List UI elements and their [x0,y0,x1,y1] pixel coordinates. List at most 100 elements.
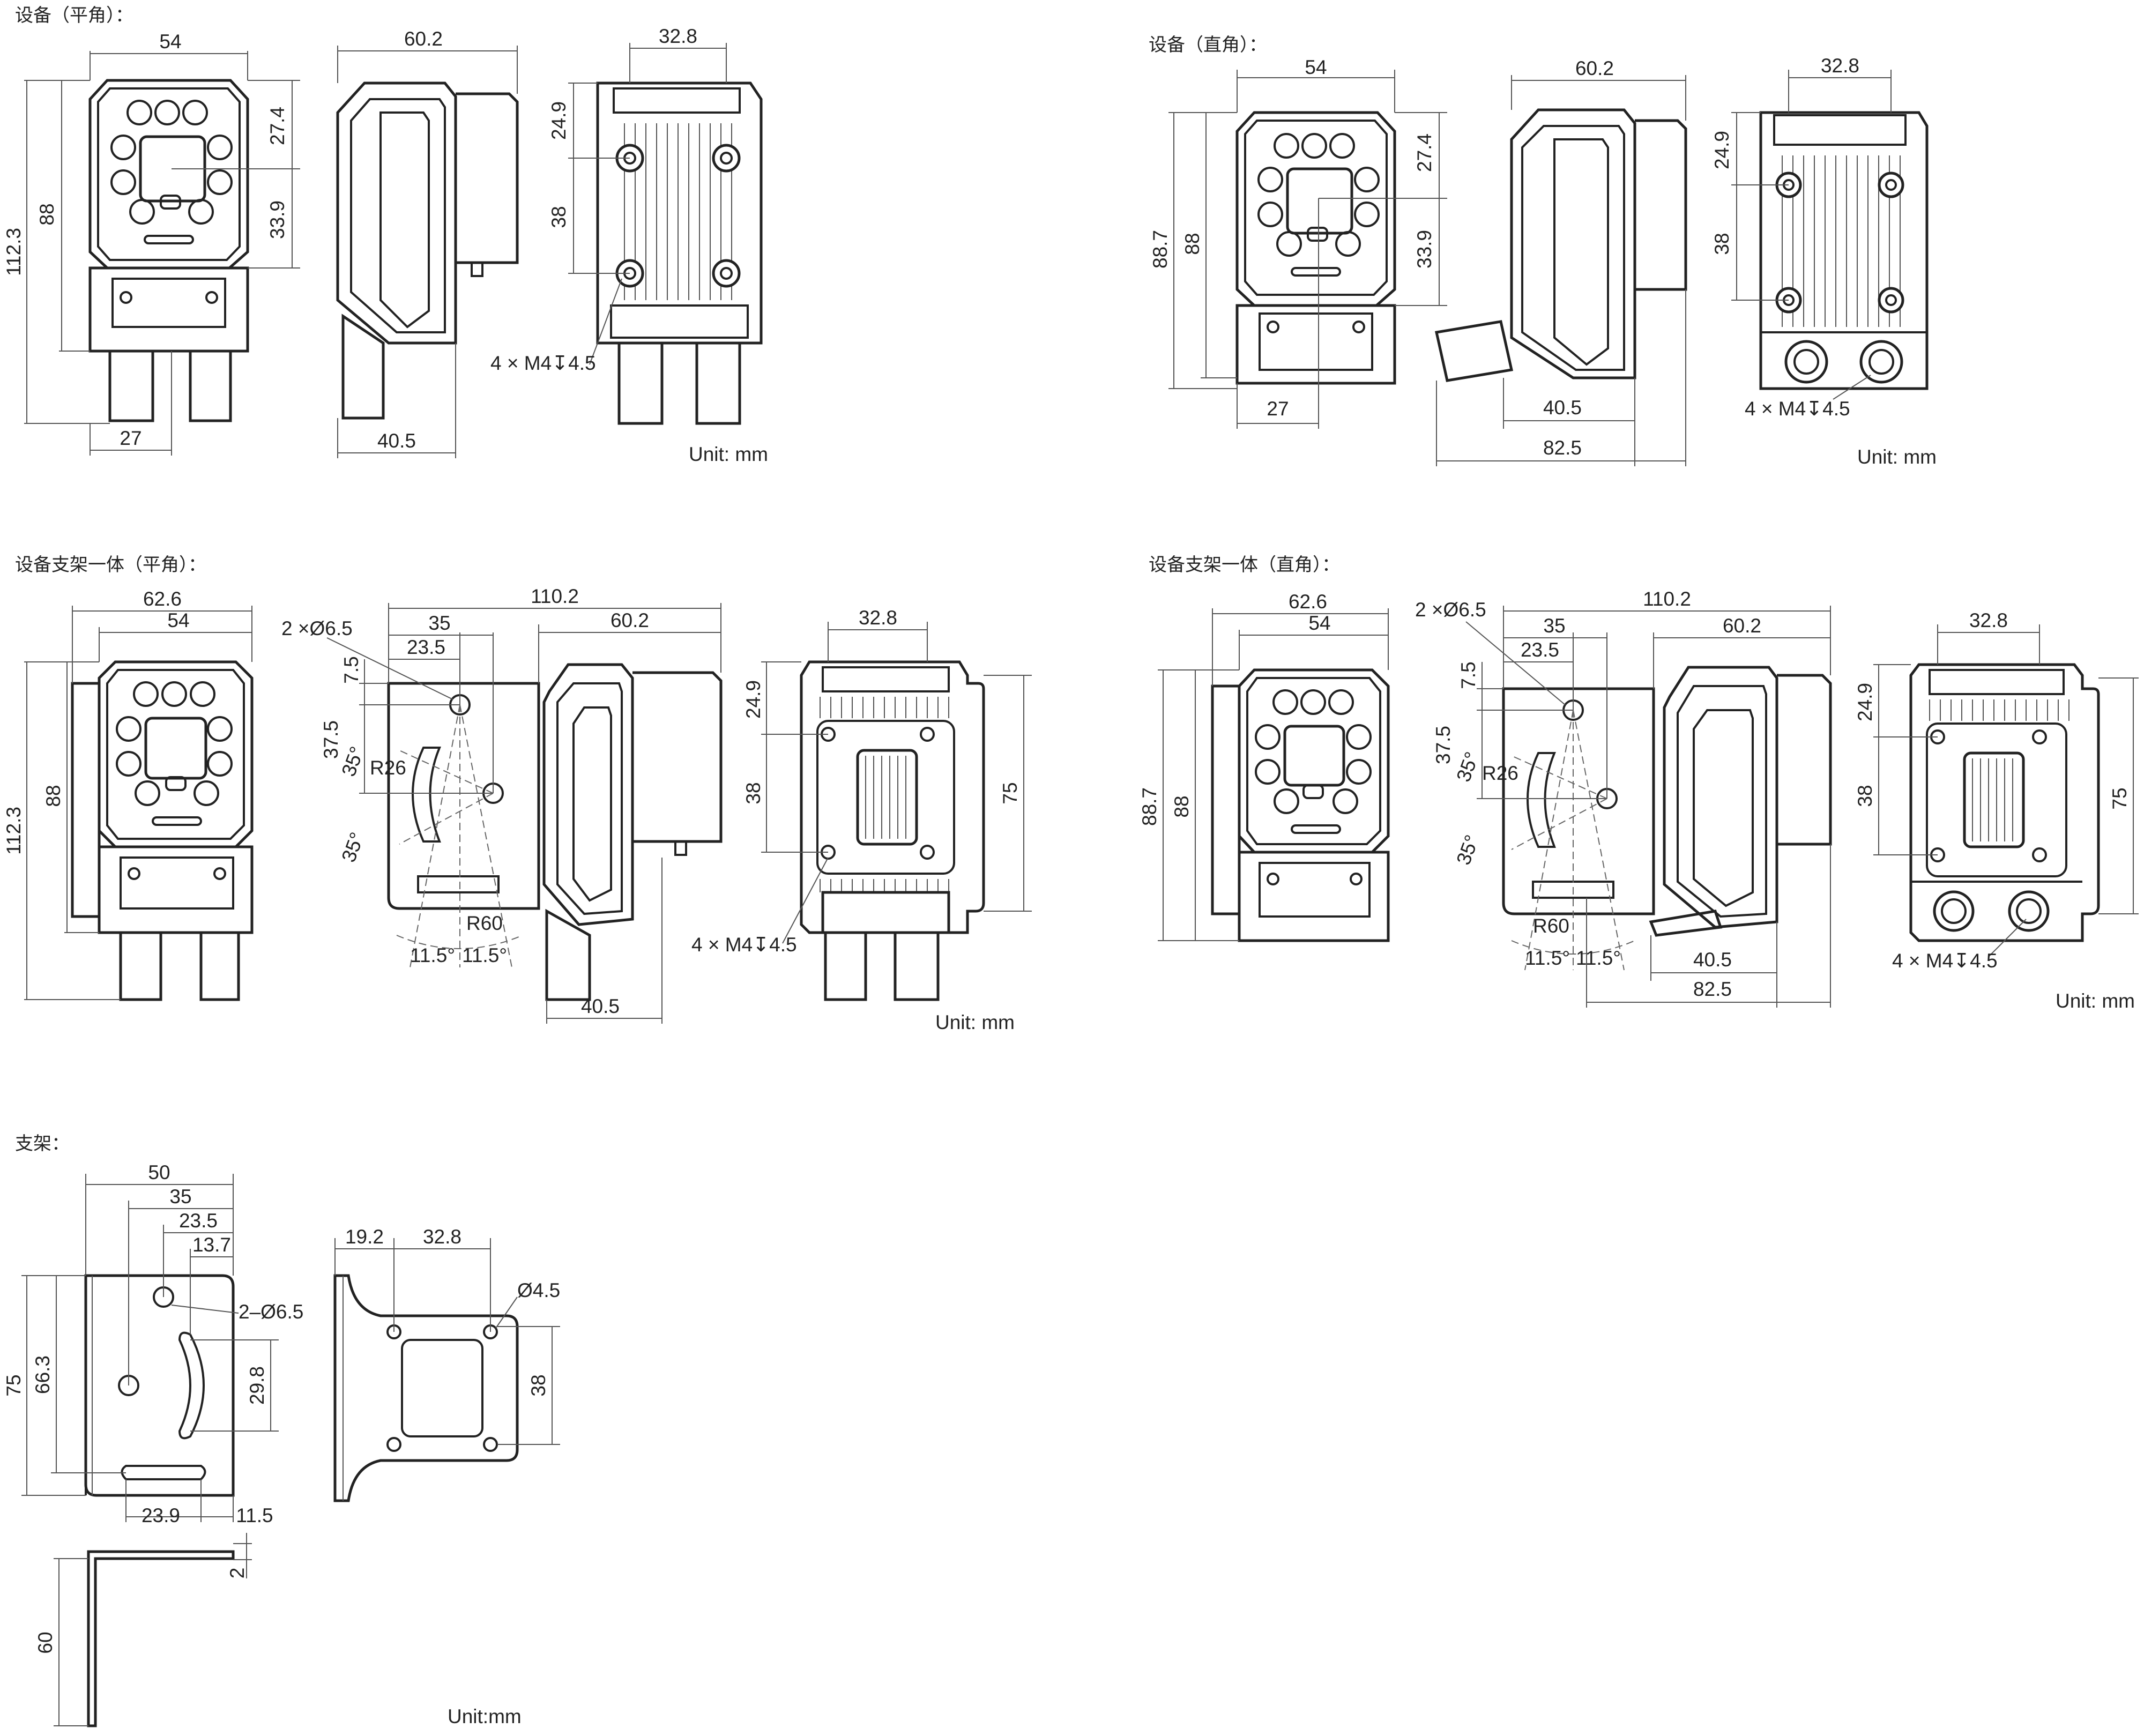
dim-label: 2 [226,1568,248,1579]
dim-label: 13.7 [192,1234,231,1256]
dim-label: 88 [1171,795,1193,817]
section-device-flat: 设备（平角）： 54 27.4 33.9 [3,5,768,465]
dim-label: 66.3 [32,1355,54,1394]
dim-label: 60.2 [611,609,649,631]
dim-label: 54 [167,609,189,631]
side-view: 60.2 40.5 82.5 [1434,57,1687,466]
dim-label: 27.4 [266,107,288,145]
dim-label: 40.5 [377,430,416,452]
front-dims: 54 27.4 33.9 88 112.3 27 [3,31,300,456]
side-view: 2 ×Ø6.5 110.2 35 23.5 7.5 37.5 35° R26 3… [281,585,723,1024]
front-view: 62.6 54 88.7 88 [1138,591,1390,942]
callout: 11.5° [410,944,455,966]
callout: 11.5° [1576,947,1621,969]
dim-label: 60.2 [1575,57,1614,79]
dim-label: 35 [428,612,450,634]
front-view: 54 27.4 33.9 88.7 88 27 [1149,56,1447,429]
callout: 2 ×Ø6.5 [281,617,353,639]
bracket-top-view: 19.2 32.8 38 Ø4.5 [333,1226,560,1502]
callout: 35° [1452,749,1483,785]
dim-label: 38 [1711,233,1733,255]
callout: R26 [1482,762,1518,784]
dim-label: 40.5 [1543,397,1582,419]
hole-note: 4 × M4↧4.5 [490,352,596,374]
section-title: 设备（直角）： [1149,35,1267,55]
dim-label: 38 [742,782,764,804]
back-view: 32.8 24.9 38 4 × M4↧4.5 Unit: mm [490,25,768,465]
section-bracket-right: 设备支架一体（直角）： 62.6 54 88.7 88 [1138,555,2139,1012]
unit-label: Unit: mm [935,1011,1015,1033]
dim-label: 35 [169,1186,191,1208]
dim-label: 112.3 [3,228,25,276]
hole-note: 4 × M4↧4.5 [691,934,797,956]
back-view: 32.8 24.9 38 75 4 × M4↧4.5 Unit: mm [691,607,1032,1033]
dim-label: 38 [1854,785,1876,807]
dim-label: 27.4 [1413,133,1435,172]
callout: 11.5° [462,944,507,966]
front-view: 62.6 54 112.3 88 [3,588,254,1001]
section-device-right: 设备（直角）： 54 27.4 33.9 88.7 88 [1149,35,1937,468]
side-view: 2 ×Ø6.5 110.2 35 23.5 7.5 37.5 35° R26 3… [1415,588,1832,1008]
dim-label: 75 [3,1374,25,1396]
dim-label: 24.9 [742,680,764,719]
unit-label: Unit:mm [448,1705,522,1727]
dim-label: 11.5 [236,1504,273,1526]
callout: 35° [1452,832,1483,868]
dim-label: 23.9 [142,1504,180,1526]
dim-label: 75 [999,782,1021,804]
front-view [88,79,249,422]
dim-label: 110.2 [1643,588,1691,610]
dim-label: 19.2 [345,1226,384,1248]
dim-label: 24.9 [1854,683,1876,721]
bracket-side-view: 2 60 [34,1533,252,1727]
dim-label: 62.6 [1289,591,1327,613]
dim-label: 82.5 [1543,437,1582,459]
dim-label: 32.8 [659,25,697,47]
callout: 11.5° [1525,947,1570,969]
section-title: 支架： [15,1134,70,1154]
dim-label: 40.5 [1693,949,1732,971]
dim-label: 88.7 [1138,787,1160,826]
callout: 2 ×Ø6.5 [1415,599,1486,621]
dim-label: 23.5 [179,1210,218,1232]
hole-note: 4 × M4↧4.5 [1892,950,1998,972]
section-title: 设备支架一体（平角）： [15,555,206,575]
callout: R60 [1533,915,1569,937]
back-view: 32.8 24.9 38 4 × M4↧4.5 Unit: mm [1711,55,1937,468]
dim-label: 38 [527,1374,549,1396]
unit-label: Unit: mm [1857,446,1937,468]
dim-label: 33.9 [1413,230,1435,269]
dim-label: 27 [1267,398,1289,420]
dim-label: 88 [36,203,58,225]
dim-label: 38 [548,206,570,228]
dim-label: 32.8 [1969,609,2008,631]
dim-label: 37.5 [1432,726,1454,764]
dim-label: 35 [1543,615,1565,637]
unit-label: Unit: mm [2056,990,2135,1012]
callout: 2–Ø6.5 [239,1301,303,1323]
section-bracket-flat: 设备支架一体（平角）： 62.6 54 112.3 [3,555,1032,1033]
dim-label: 40.5 [581,995,620,1017]
dim-label: 112.3 [3,807,25,855]
dim-label: 88 [1181,233,1203,255]
dim-label: 88 [42,785,64,807]
dim-label: 23.5 [1521,639,1559,661]
dim-label: 75 [2109,787,2131,809]
dim-label: 27 [120,427,142,449]
dim-label: 50 [148,1161,170,1183]
callout: R26 [370,757,406,779]
callout: 35° [337,829,368,865]
dim-label: 24.9 [1711,131,1733,169]
dim-label: 24.9 [548,101,570,140]
dim-label: 29.8 [246,1366,268,1405]
dim-label: 32.8 [423,1226,461,1248]
callout: 35° [337,743,368,779]
dim-label: 7.5 [1457,661,1479,689]
unit-label: Unit: mm [689,443,768,465]
dim-label: 88.7 [1149,230,1171,269]
dim-label: 54 [159,31,181,53]
bracket-front-view: 50 35 23.5 13.7 75 66.3 29.8 2–Ø6.5 23.9 [3,1161,303,1526]
hole-note: 4 × M4↧4.5 [1745,398,1850,420]
dim-label: 32.8 [1821,55,1859,77]
